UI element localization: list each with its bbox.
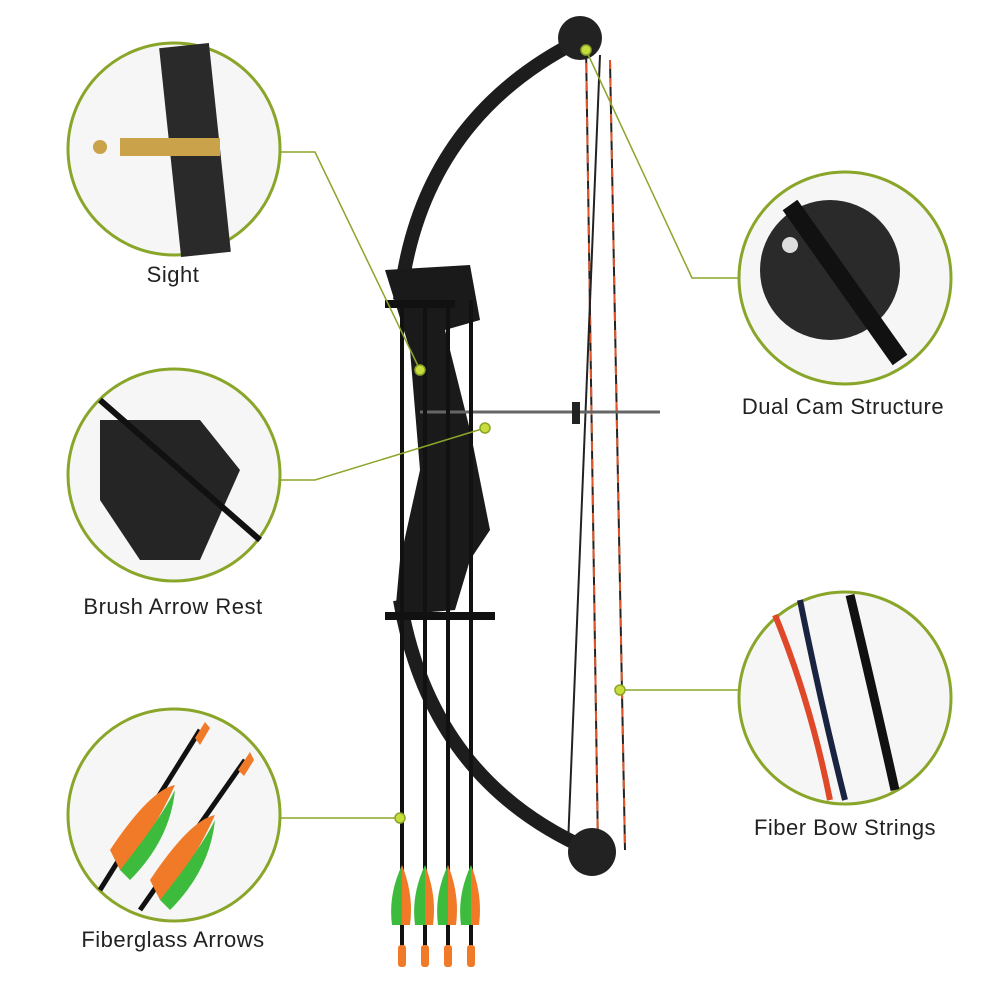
bow-strings-detail-circle — [737, 590, 953, 806]
quiver-bar-top — [385, 300, 455, 308]
bow-string-icon — [772, 613, 833, 801]
arrows-detail-circle — [66, 707, 282, 923]
arrow-rest-icon — [100, 420, 240, 560]
sight-pin-icon — [120, 138, 220, 156]
sight-detail-circle — [66, 41, 282, 258]
arrow-rest-detail-circle — [66, 367, 282, 583]
leader-lines — [281, 49, 738, 819]
arrows-label: Fiberglass Arrows — [81, 927, 265, 952]
sight-label: Sight — [146, 262, 200, 287]
dual-cam-label: Dual Cam Structure — [741, 394, 945, 419]
lower-limb — [393, 598, 593, 857]
dual-cam-detail-circle — [737, 170, 953, 386]
quiver-bar-bottom — [385, 612, 495, 620]
quiver-arrows — [391, 300, 480, 967]
top-cam — [558, 16, 602, 60]
upper-limb — [393, 33, 584, 301]
arrow-rest-label: Brush Arrow Rest — [83, 594, 263, 619]
bow-strings-label: Fiber Bow Strings — [753, 815, 937, 840]
bow-strings — [567, 44, 626, 851]
callout-dots — [394, 44, 626, 824]
bottom-cam — [568, 828, 616, 876]
